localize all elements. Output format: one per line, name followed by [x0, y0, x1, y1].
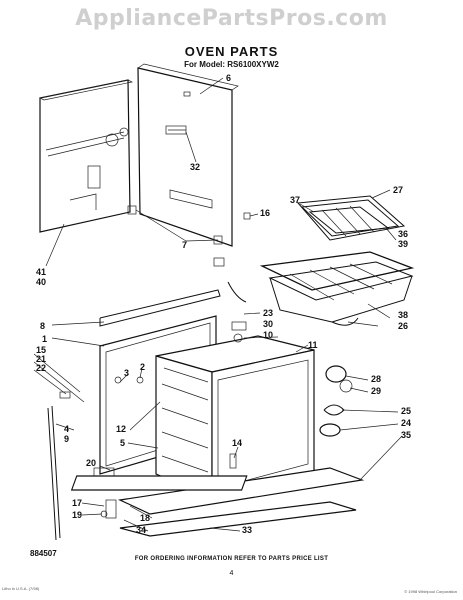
callout-32: 32 — [190, 162, 200, 172]
callout-28: 28 — [371, 374, 381, 384]
callout-34: 34 — [136, 525, 146, 535]
oven-racks-drawing — [259, 195, 415, 326]
callout-17: 17 — [72, 498, 82, 508]
callout-24: 24 — [401, 418, 411, 428]
callout-33: 33 — [242, 525, 252, 535]
callout-35: 35 — [401, 430, 411, 440]
callout-30: 30 — [263, 319, 273, 329]
callout-15: 15 — [36, 345, 46, 355]
callout-9: 9 — [64, 434, 69, 444]
callout-1: 1 — [42, 334, 47, 344]
callout-40: 40 — [36, 277, 46, 287]
callout-21: 21 — [36, 354, 46, 364]
callout-39: 39 — [398, 239, 408, 249]
callout-26: 26 — [398, 321, 408, 331]
diagram-title: OVEN PARTS — [184, 44, 279, 59]
callout-leaders — [33, 77, 403, 532]
callout-numbers: 6 32 16 7 41 40 27 37 36 39 38 26 8 1 23… — [36, 73, 411, 535]
callout-12: 12 — [116, 424, 126, 434]
callout-37: 37 — [290, 195, 300, 205]
callout-23: 23 — [263, 308, 273, 318]
callout-22: 22 — [36, 363, 46, 373]
model-subtitle: For Model: RS6100XYW2 — [184, 60, 279, 69]
callout-5: 5 — [120, 438, 125, 448]
callout-10: 10 — [263, 330, 273, 340]
rear-panel-drawing — [38, 79, 134, 233]
watermark: AppliancePartsPros.com — [75, 6, 388, 31]
footer-code: 884507 — [30, 549, 57, 558]
callout-41: 41 — [36, 267, 46, 277]
page-number: 4 — [229, 570, 234, 577]
callout-38: 38 — [398, 310, 408, 320]
callout-19: 19 — [72, 510, 82, 520]
callout-14: 14 — [232, 438, 242, 448]
callout-16: 16 — [260, 208, 270, 218]
callout-29: 29 — [371, 386, 381, 396]
callout-4: 4 — [64, 424, 69, 434]
copyright-note: © 1998 Whirlpool Corporation — [404, 589, 457, 594]
callout-25: 25 — [401, 406, 411, 416]
callout-2: 2 — [140, 362, 145, 372]
callout-8: 8 — [40, 321, 45, 331]
side-panel-drawing — [127, 63, 251, 247]
litho-note: Litho in U.S.A. (7/98) — [2, 586, 40, 591]
callout-7: 7 — [182, 240, 187, 250]
callout-6: 6 — [226, 73, 231, 83]
callout-18: 18 — [140, 513, 150, 523]
callout-3: 3 — [124, 368, 129, 378]
callout-27: 27 — [393, 185, 403, 195]
callout-20: 20 — [86, 458, 96, 468]
ordering-note: FOR ORDERING INFORMATION REFER TO PARTS … — [134, 556, 329, 562]
oven-cavity-drawing — [99, 257, 365, 537]
callout-36: 36 — [398, 229, 408, 239]
callout-11: 11 — [308, 340, 318, 350]
